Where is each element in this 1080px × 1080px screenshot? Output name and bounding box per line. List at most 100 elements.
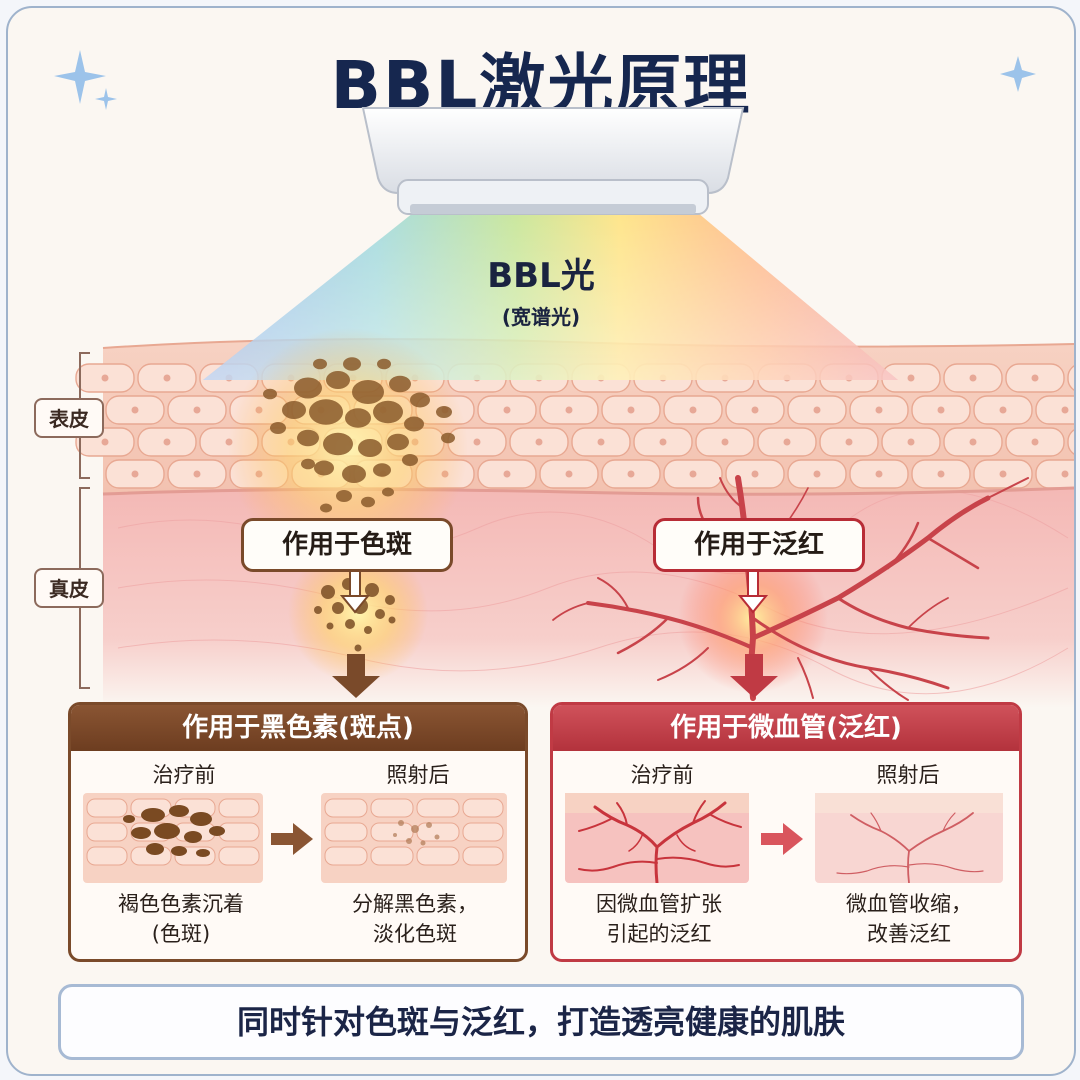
blood-vessel bbox=[750, 495, 991, 641]
cell-nucleus bbox=[783, 438, 791, 446]
pigment-dot bbox=[404, 416, 424, 432]
cell-nucleus bbox=[1061, 470, 1069, 478]
cell-nucleus bbox=[535, 438, 543, 446]
pigment-dot bbox=[402, 454, 418, 466]
infographic-frame: BBL激光原理 bbox=[6, 6, 1076, 1076]
redness-before-caption: 因微血管扩张 引起的泛红 bbox=[596, 892, 722, 946]
cell-nucleus bbox=[503, 406, 511, 414]
sparkle-icon bbox=[1000, 56, 1036, 92]
cell-nucleus bbox=[597, 438, 605, 446]
blood-vessel bbox=[597, 577, 629, 609]
blood-vessel bbox=[867, 667, 909, 701]
pigment-dot bbox=[441, 432, 455, 444]
skin-diagram bbox=[75, 107, 1074, 708]
pigment-dot bbox=[336, 490, 352, 502]
pigment-dot bbox=[342, 465, 366, 483]
pigment-dot bbox=[314, 606, 322, 614]
pigment-dot bbox=[377, 358, 391, 370]
pigment-dot bbox=[410, 392, 430, 408]
pigment-dot bbox=[387, 433, 409, 451]
pigment-before-image bbox=[83, 793, 263, 883]
cell-nucleus bbox=[163, 374, 171, 382]
summary-text: 同时针对色斑与泛红，打造透亮健康的肌肤 bbox=[236, 1003, 845, 1041]
before-label: 治疗前 bbox=[152, 763, 216, 787]
summary-bar: 同时针对色斑与泛红，打造透亮健康的肌肤 bbox=[58, 984, 1024, 1060]
cell-nucleus bbox=[101, 438, 109, 446]
beam-title: BBL光 bbox=[487, 256, 595, 296]
pigment-dot bbox=[263, 388, 277, 400]
dermis-label: 真皮 bbox=[34, 568, 104, 608]
cell-nucleus bbox=[999, 470, 1007, 478]
cell-nucleus bbox=[101, 374, 109, 382]
pigment-dot bbox=[373, 463, 391, 477]
pigment-panel-header: 作用于黑色素(斑点) bbox=[71, 705, 525, 751]
cell-nucleus bbox=[751, 406, 759, 414]
sparkle-icon bbox=[54, 50, 117, 110]
redness-before-image bbox=[565, 793, 749, 883]
cell-nucleus bbox=[1061, 406, 1069, 414]
pigment-dot bbox=[326, 622, 334, 630]
pigment-dot bbox=[301, 458, 315, 470]
cell-nucleus bbox=[937, 406, 945, 414]
cell-nucleus bbox=[907, 438, 915, 446]
after-label: 照射后 bbox=[386, 763, 450, 787]
after-label: 照射后 bbox=[876, 763, 940, 787]
blood-vessel bbox=[616, 616, 670, 655]
cell-nucleus bbox=[969, 438, 977, 446]
cell-nucleus bbox=[565, 406, 573, 414]
pigment-dot bbox=[345, 408, 371, 428]
pigment-after-image bbox=[321, 793, 507, 883]
pigment-dot bbox=[294, 377, 322, 399]
cell-nucleus bbox=[689, 470, 697, 478]
blood-vessel bbox=[886, 521, 920, 570]
pigment-dot bbox=[375, 609, 385, 619]
pigment-dot bbox=[436, 406, 452, 418]
pigment-dot bbox=[364, 626, 372, 634]
right-arrow-icon bbox=[761, 823, 803, 855]
pigment-dot bbox=[282, 401, 306, 419]
pigment-dot bbox=[326, 371, 350, 389]
pigment-dot bbox=[332, 602, 344, 614]
pigment-callout: 作用于色斑 bbox=[241, 518, 453, 572]
cell-nucleus bbox=[627, 406, 635, 414]
pigment-dot bbox=[354, 644, 362, 652]
redness-panel: 作用于微血管(泛红) 治疗前 照射后 bbox=[550, 702, 1022, 962]
right-arrow-icon bbox=[271, 823, 313, 855]
cell-nucleus bbox=[875, 406, 883, 414]
epidermis-label: 表皮 bbox=[34, 398, 104, 438]
cell-nucleus bbox=[875, 470, 883, 478]
cell-nucleus bbox=[969, 374, 977, 382]
pigment-dot bbox=[382, 487, 394, 497]
beam-label: BBL光 (宽谱光) bbox=[8, 248, 1074, 330]
pigment-dot bbox=[320, 503, 332, 513]
pigment-dot bbox=[389, 375, 411, 393]
pigment-after-caption: 分解黑色素， 淡化色斑 bbox=[352, 892, 478, 946]
cell-nucleus bbox=[503, 470, 511, 478]
cell-nucleus bbox=[163, 438, 171, 446]
cell-nucleus bbox=[689, 406, 697, 414]
pigment-dot bbox=[352, 380, 384, 404]
pigment-dot bbox=[321, 585, 335, 599]
pigment-dot bbox=[361, 496, 375, 508]
cell-nucleus bbox=[813, 406, 821, 414]
cell-nucleus bbox=[721, 438, 729, 446]
cell-nucleus bbox=[907, 374, 915, 382]
pigment-dot bbox=[388, 616, 396, 624]
redness-after-caption: 微血管收缩， 改善泛红 bbox=[846, 892, 972, 946]
blood-vessel bbox=[926, 536, 980, 570]
skin-cell bbox=[1067, 365, 1074, 391]
pigment-dot bbox=[385, 595, 395, 605]
cell-nucleus bbox=[813, 470, 821, 478]
pigment-dot bbox=[309, 399, 343, 425]
blood-vessel bbox=[719, 477, 744, 509]
beam-subtitle: (宽谱光) bbox=[501, 305, 581, 329]
blood-vessel bbox=[797, 657, 814, 699]
redness-callout: 作用于泛红 bbox=[653, 518, 865, 572]
pigment-dot bbox=[313, 358, 327, 370]
skin-cell bbox=[1035, 395, 1074, 425]
cell-nucleus bbox=[1031, 374, 1039, 382]
cell-nucleus bbox=[131, 406, 139, 414]
cell-nucleus bbox=[751, 470, 759, 478]
cell-nucleus bbox=[193, 406, 201, 414]
pigment-dot bbox=[323, 432, 353, 456]
